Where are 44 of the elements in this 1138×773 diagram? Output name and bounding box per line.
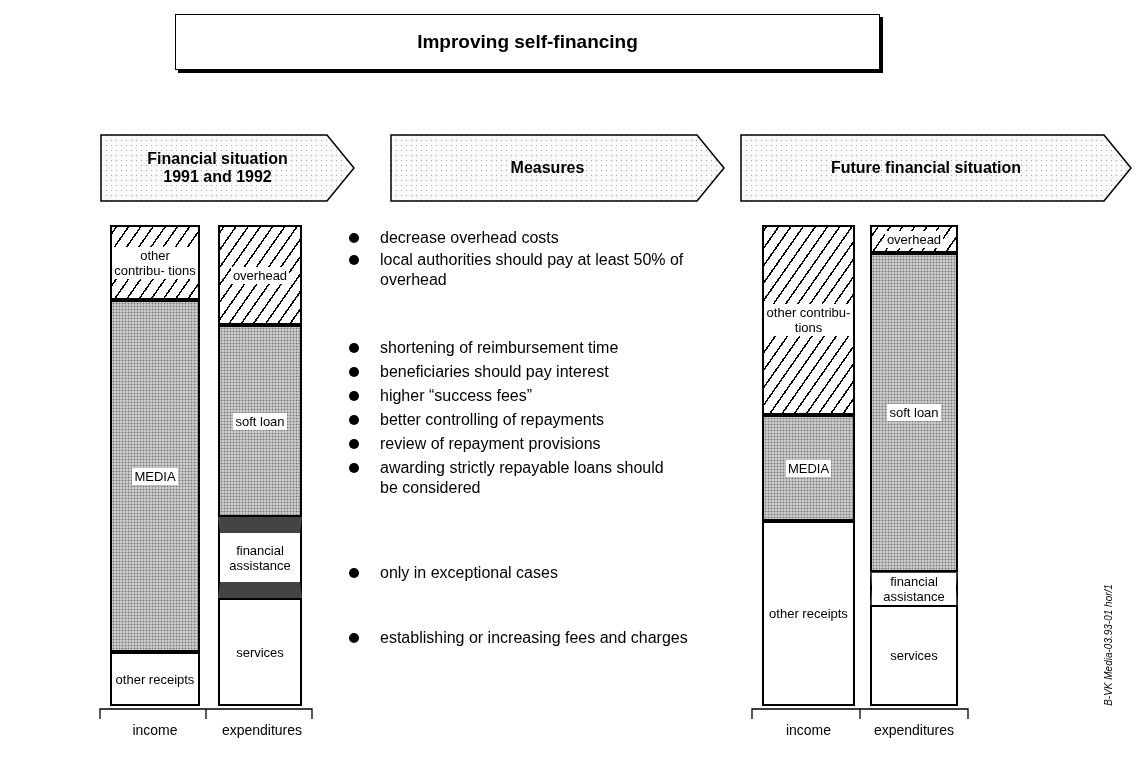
measure-text: establishing or increasing fees and charges [380,628,689,648]
reference-note: B-VK Media-03.93-01 hor/1 [1102,584,1114,706]
measure-text: local authorities should pay at least 50% of overhead [380,250,685,290]
bar-segment [110,300,200,652]
measure-text: review of repayment provisions [380,434,602,454]
measure-text: shortening of reimbursement time [380,338,620,358]
banner-heading: Measures [509,159,586,177]
bar-segment [218,225,302,325]
bar-segment [218,517,302,598]
title-text: Improving self-financing [417,31,638,53]
segment-label: soft loan [887,404,941,421]
measure-text: decrease overhead costs [380,228,560,248]
bar-segment [870,225,958,253]
measure-text: awarding strictly repayable loans should be considered [380,458,665,498]
segment-label: MEDIA [785,459,832,477]
bar-segment [870,605,958,706]
chevron-banner [740,134,1132,202]
chevron-banner [100,134,355,202]
measure-text: only in exceptional cases [380,563,559,583]
bar-segment [110,652,200,706]
bar-segment [218,598,302,706]
segment-label: MEDIA [132,467,178,485]
banner-heading: Financial situation 1991 and 1992 [146,150,289,186]
axis-label: income [131,722,179,738]
bar-segment [218,325,302,517]
segment-label: soft loan [233,412,287,430]
bar-segment [110,225,200,300]
segment-label: financial assistance [872,572,956,605]
measure-text: better controlling of repayments [380,410,606,430]
axis-label: income [784,722,833,738]
segment-label: other contribu- tions [764,304,853,336]
bar-segment [762,415,855,521]
chevron-banner [390,134,725,202]
segment-label: other contribu- tions [112,246,198,279]
measure-text: beneficiaries should pay interest [380,362,610,382]
segment-label: overhead [884,230,944,248]
bar-segment [762,521,855,706]
banner-heading: Future financial situation [829,159,1023,177]
segment-label: overhead [230,266,290,284]
bar-segment [870,253,958,572]
axis-label: expenditures [872,722,956,738]
bar-segment [762,225,855,415]
measure-text: higher “success fees” [380,386,534,406]
axis-label: expenditures [220,722,304,738]
